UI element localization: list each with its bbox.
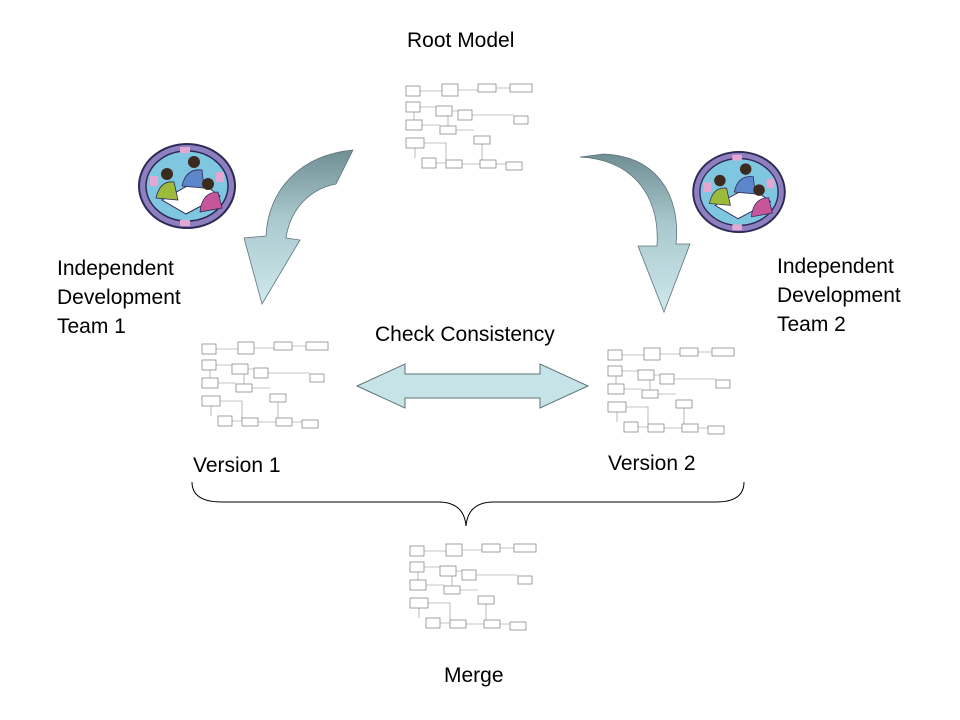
team-2-line-1: Independent [777, 255, 894, 278]
version-1-diagram [201, 341, 329, 429]
team-1-line-1: Independent [57, 257, 174, 280]
team-1-label: Independent Development Team 1 [57, 254, 181, 341]
merge-brace [191, 481, 745, 527]
team-2-line-2: Development [777, 284, 901, 307]
version-2-label: Version 2 [608, 452, 696, 475]
merge-diagram [409, 543, 537, 631]
team-1-line-2: Development [57, 286, 181, 309]
double-arrow-consistency [355, 363, 590, 409]
team-1-people-icon [138, 143, 236, 229]
team-2-people-icon [692, 150, 786, 234]
curved-arrow-right [579, 153, 691, 314]
curved-arrow-left [243, 149, 354, 306]
version-1-label: Version 1 [193, 454, 281, 477]
version-2-diagram [607, 347, 735, 435]
root-model-label: Root Model [407, 29, 515, 52]
check-consistency-label: Check Consistency [375, 323, 555, 346]
team-1-line-3: Team 1 [57, 315, 126, 338]
team-2-line-3: Team 2 [777, 313, 846, 336]
team-2-label: Independent Development Team 2 [777, 252, 901, 339]
merge-label: Merge [444, 664, 504, 687]
root-model-diagram [405, 83, 533, 171]
